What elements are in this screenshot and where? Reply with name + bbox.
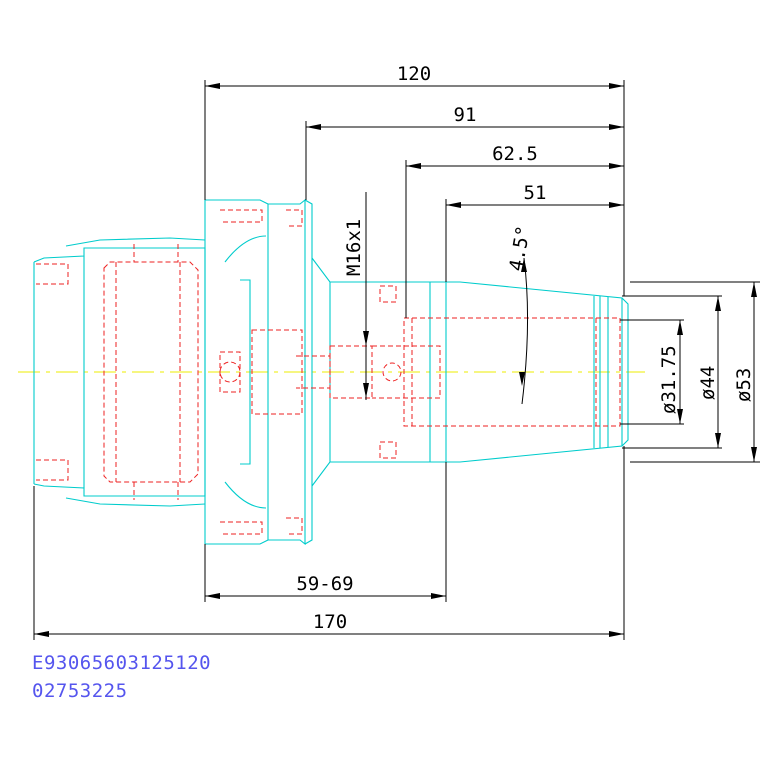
dim-thread: M16x1 — [343, 219, 365, 276]
hidden-lines — [36, 209, 621, 535]
part-code: E93065603125120 — [32, 652, 212, 674]
dim-dia-53: ø53 — [733, 368, 755, 402]
order-number: 02753225 — [32, 680, 128, 702]
dim-120: 120 — [397, 63, 431, 85]
dimension-lines — [33, 80, 760, 640]
dim-dia-31-75: ø31.75 — [658, 345, 680, 414]
dim-170: 170 — [313, 611, 347, 633]
dim-dia-44: ø44 — [697, 366, 719, 400]
dim-59-69: 59-69 — [296, 573, 353, 595]
dim-62-5: 62.5 — [492, 143, 538, 165]
arrowheads — [34, 83, 757, 637]
dim-51: 51 — [524, 182, 547, 204]
dim-angle: 4.5° — [505, 224, 535, 273]
dim-91: 91 — [454, 104, 477, 126]
